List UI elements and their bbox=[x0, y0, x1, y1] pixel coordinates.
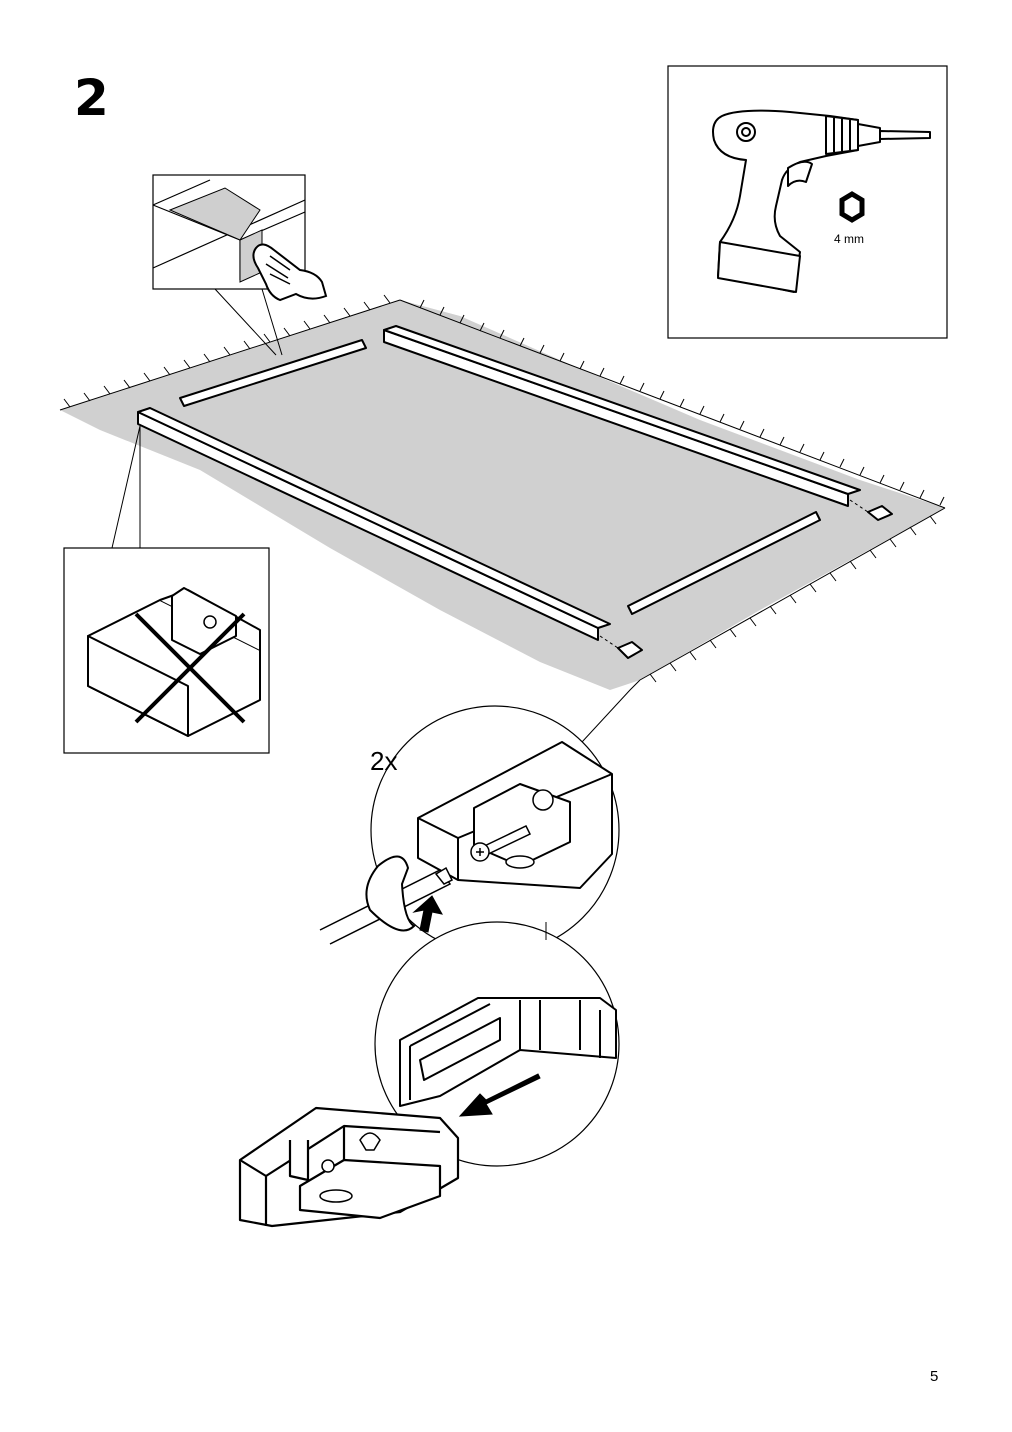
tool-panel: 4 mm bbox=[667, 65, 948, 339]
rotate-arrow-icon bbox=[365, 855, 416, 932]
rails bbox=[137, 325, 893, 659]
rail-long-front-top bbox=[137, 407, 611, 629]
rail-short-right bbox=[627, 511, 821, 615]
page-number: 5 bbox=[930, 1368, 939, 1385]
rail-long-back-top bbox=[383, 325, 861, 495]
cross-mark-icon bbox=[134, 612, 246, 724]
quantity-label: 2x bbox=[370, 746, 397, 776]
rail-short-left bbox=[179, 339, 367, 407]
wrong-orientation-callout bbox=[63, 425, 270, 754]
slide-detail-circle bbox=[374, 921, 620, 1167]
corner-bracket bbox=[238, 1106, 460, 1228]
bracket-back bbox=[867, 505, 893, 521]
join-detail-callout bbox=[152, 174, 328, 356]
bracket-front bbox=[617, 641, 643, 659]
step-number: 2 bbox=[74, 69, 109, 127]
hand-icon bbox=[252, 243, 328, 302]
hex-bit-icon bbox=[839, 191, 865, 223]
screw-icon bbox=[470, 825, 532, 862]
screw-detail-circle bbox=[319, 679, 641, 955]
floor-mat bbox=[59, 294, 946, 690]
slide-arrow-icon bbox=[458, 1073, 541, 1117]
power-drill-icon bbox=[712, 109, 931, 293]
bit-size-label: 4 mm bbox=[834, 232, 864, 246]
